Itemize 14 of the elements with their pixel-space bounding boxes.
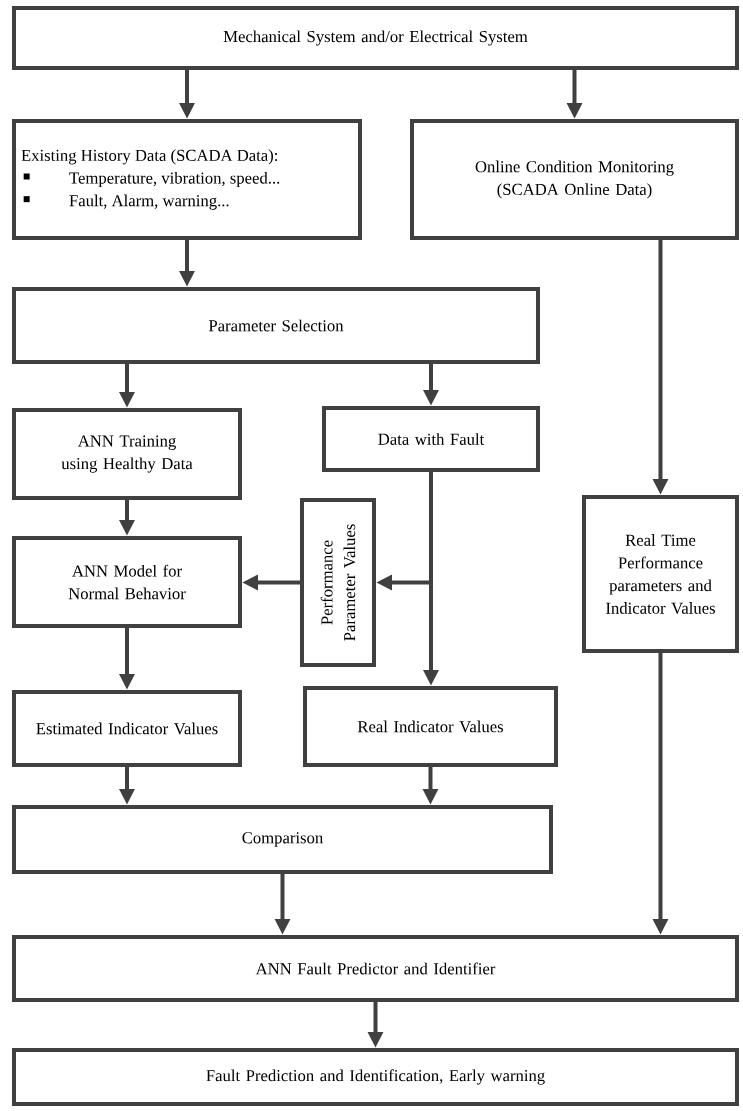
- process-box: Fault Prediction and Identification, Early warning: [12, 1048, 739, 1106]
- process-box: Existing History Data (SCADA Data): Temperature, vibration, speed... Fault, Alarm, warning...: [12, 119, 362, 240]
- process-box: Parameter Selection: [12, 287, 540, 364]
- process-box: Data with Fault: [322, 406, 540, 472]
- process-box: Online Condition Monitoring (SCADA Online Data): [410, 119, 739, 240]
- process-box: Estimated Indicator Values: [12, 690, 242, 767]
- process-box: Comparison: [12, 805, 553, 874]
- process-box: ANN Training using Healthy Data: [12, 408, 242, 500]
- process-box: ANN Fault Predictor and Identifier: [12, 935, 739, 1002]
- process-box: Real Indicator Values: [303, 686, 558, 767]
- process-box: Real Time Performance parameters and Indicator Values: [582, 495, 739, 653]
- process-box: Mechanical System and/or Electrical System: [12, 6, 739, 70]
- process-box: ANN Model for Normal Behavior: [12, 536, 242, 628]
- rotated-box: Performance Parameter Values: [300, 498, 376, 667]
